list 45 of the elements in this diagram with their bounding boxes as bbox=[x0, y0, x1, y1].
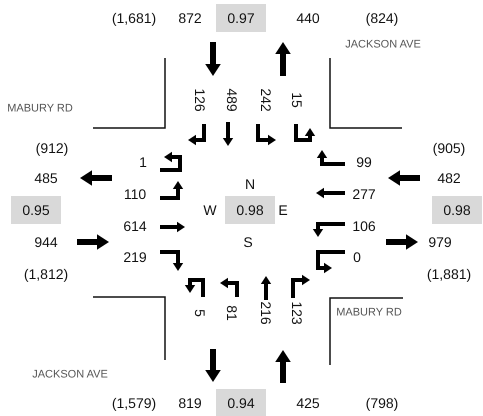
volume-count: (824) bbox=[366, 11, 398, 25]
turning-volume: 123 bbox=[290, 301, 304, 325]
volume-count: 482 bbox=[437, 171, 461, 185]
volume-count: 425 bbox=[296, 396, 320, 410]
volume-count: (905) bbox=[432, 141, 466, 155]
peak-hour-factor: 0.98 bbox=[432, 196, 482, 224]
volume-count: 99 bbox=[356, 155, 372, 169]
volume-count: 819 bbox=[178, 396, 202, 410]
volume-count: 944 bbox=[34, 235, 58, 249]
peak-hour-factor: 0.97 bbox=[216, 4, 266, 32]
street-name: MABURY RD bbox=[336, 308, 402, 318]
turning-volume: 81 bbox=[225, 305, 239, 321]
peak-hour-factor: 0.98 bbox=[225, 196, 275, 224]
volume-count: (1,681) bbox=[112, 11, 156, 25]
volume-count: 872 bbox=[178, 11, 202, 25]
compass-direction: W bbox=[203, 203, 217, 217]
volume-count: 979 bbox=[428, 235, 452, 249]
volume-count: (912) bbox=[36, 141, 68, 155]
volume-count: (1,881) bbox=[426, 267, 472, 281]
volume-count: 277 bbox=[352, 187, 376, 201]
volume-count: (798) bbox=[366, 396, 398, 410]
volume-count: 0 bbox=[353, 250, 361, 264]
compass-direction: N bbox=[244, 177, 256, 191]
turning-volume: 126 bbox=[193, 88, 207, 112]
street-name: JACKSON AVE bbox=[345, 40, 421, 50]
volume-count: 614 bbox=[123, 219, 147, 233]
street-name: JACKSON AVE bbox=[32, 370, 108, 380]
turning-volume: 242 bbox=[259, 88, 273, 112]
volume-count: 106 bbox=[352, 219, 376, 233]
peak-hour-factor: 0.94 bbox=[216, 389, 266, 416]
volume-count: (1,812) bbox=[24, 267, 68, 281]
volume-count: 219 bbox=[123, 250, 147, 264]
turning-volume: 216 bbox=[259, 301, 273, 325]
volume-count: (1,579) bbox=[112, 396, 156, 410]
volume-count: 485 bbox=[34, 171, 58, 185]
street-name: MABURY RD bbox=[7, 104, 73, 114]
volume-count: 110 bbox=[124, 187, 146, 201]
compass-direction: E bbox=[278, 203, 288, 217]
volume-count: 1 bbox=[139, 155, 147, 169]
compass-direction: S bbox=[243, 235, 253, 249]
turning-volume: 15 bbox=[290, 92, 304, 108]
turning-volume: 5 bbox=[193, 309, 207, 317]
turning-volume: 489 bbox=[225, 88, 239, 112]
volume-count: 440 bbox=[296, 11, 320, 25]
peak-hour-factor: 0.95 bbox=[11, 196, 61, 224]
